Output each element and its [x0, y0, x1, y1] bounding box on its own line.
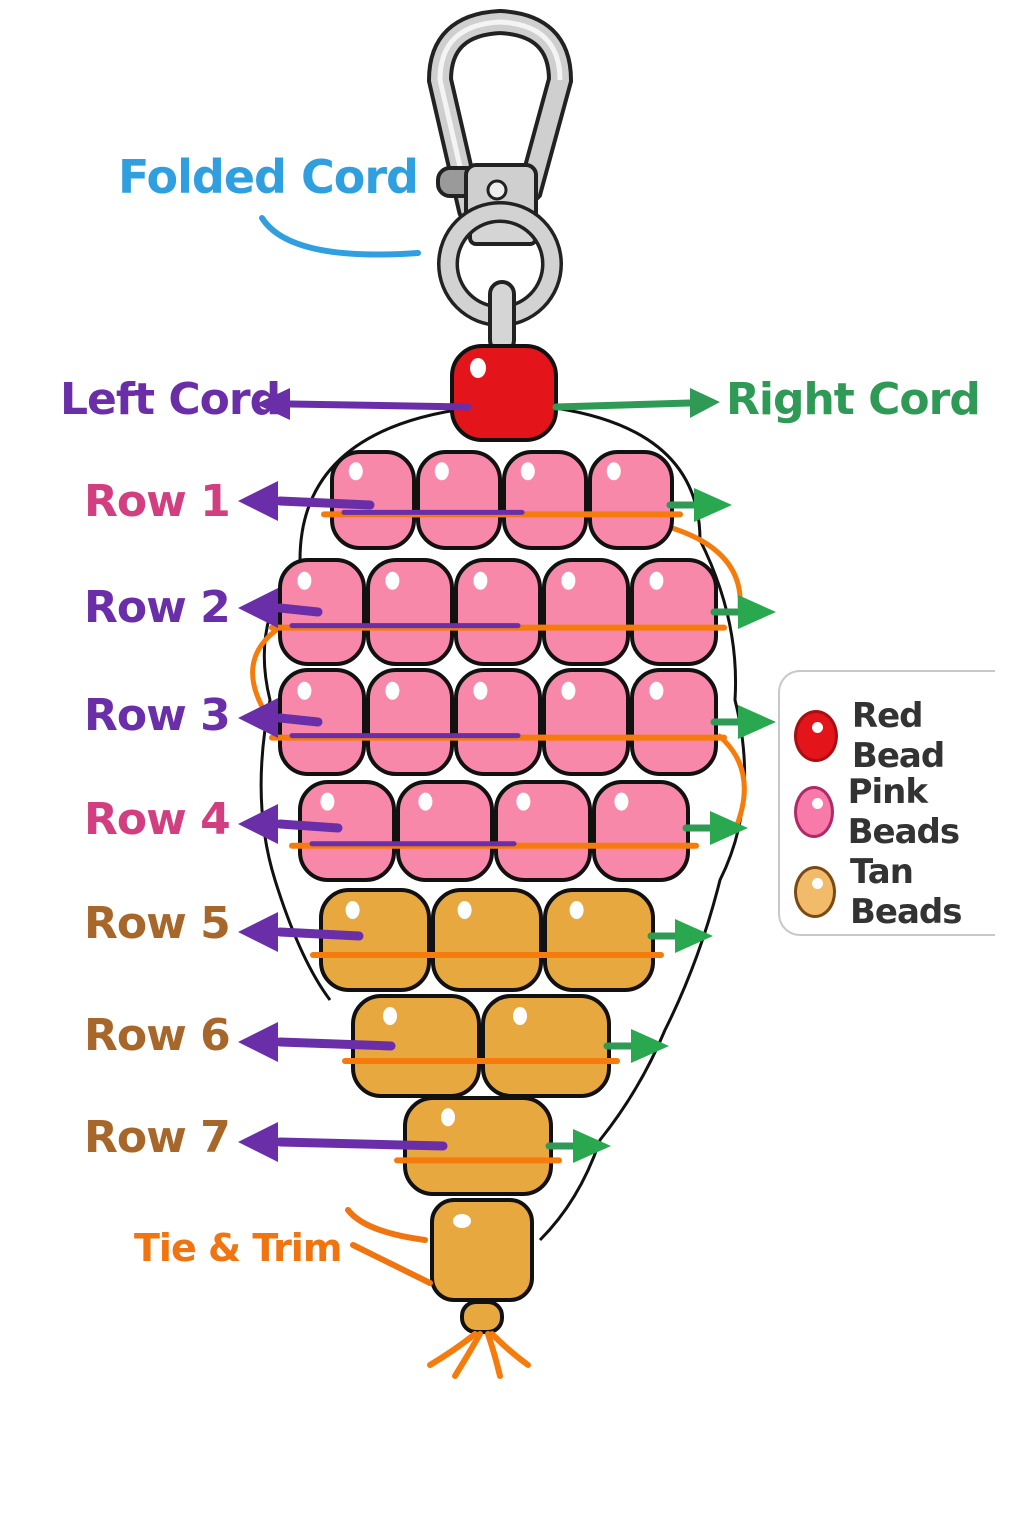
right-cord-label: Right Cord [726, 374, 981, 425]
pink-bead-icon [794, 786, 834, 838]
bead-legend: Red Bead Pink Beads Tan Beads [778, 670, 995, 936]
legend-item-tan: Tan Beads [794, 852, 995, 932]
legend-label: Tan Beads [850, 852, 963, 932]
tassel-strand [485, 1331, 503, 1379]
folded-cord-pointer [259, 215, 421, 258]
orange-loop [716, 733, 747, 831]
right-arrow-head [738, 595, 776, 629]
right-arrow-head [694, 488, 732, 522]
pink-bead [366, 558, 454, 666]
left-arrow-head [238, 1022, 278, 1062]
pink-bead [502, 450, 588, 550]
legend-item-pink: Pink Beads [794, 772, 995, 852]
legend-label: Pink Beads [847, 772, 961, 852]
left-arrow-head [238, 481, 278, 521]
pink-bead [366, 668, 454, 776]
row-label-1: Row 1 [84, 476, 231, 527]
left-arrow-shaft [275, 1037, 396, 1051]
right-arrow-head [631, 1029, 669, 1063]
final-tan-bead [427, 1198, 534, 1379]
left-cord-label: Left Cord [60, 374, 281, 425]
tie-trim-label: Tie & Trim [134, 1226, 342, 1270]
pink-bead [494, 780, 592, 882]
lobster-clasp-icon [426, 8, 574, 354]
left-arrow-shaft [275, 713, 323, 727]
annotation-strokes [259, 215, 433, 1286]
pink-bead [298, 780, 396, 882]
bead-row-2 [269, 558, 727, 666]
pink-bead [592, 780, 690, 882]
row-arrows [238, 388, 776, 1163]
red-bead [450, 344, 558, 442]
red-bead-icon [794, 710, 838, 762]
tan-bead [319, 888, 431, 992]
tassel-strand [427, 1331, 478, 1368]
folded-cord-label: Folded Cord [118, 150, 419, 204]
tie-trim-stroke-upper [345, 1207, 428, 1243]
right-arrow-head [675, 919, 713, 953]
legend-item-red: Red Bead [794, 696, 995, 776]
right-cord-arrow-head [690, 388, 720, 418]
right-arrow-head [738, 705, 776, 739]
row-label-3: Row 3 [84, 690, 231, 741]
pink-bead [542, 668, 630, 776]
left-arrow-head [238, 804, 278, 844]
bead-row-4 [289, 780, 699, 882]
left-arrow-head [238, 588, 278, 628]
left-arrow-shaft [275, 496, 375, 510]
left-arrow-head [238, 912, 278, 952]
bead-row-6 [342, 994, 620, 1098]
left-arrow-shaft [275, 927, 364, 941]
pink-bead [542, 558, 630, 666]
tan-bead [481, 994, 611, 1098]
right-arrow-head [573, 1129, 611, 1163]
row-label-4: Row 4 [84, 794, 231, 845]
tie-trim-stroke-lower [350, 1242, 433, 1286]
left-cord-arrow-shaft [286, 400, 472, 411]
pink-bead [630, 558, 718, 666]
pink-bead [588, 450, 674, 550]
left-arrow-head [238, 698, 278, 738]
pink-bead [454, 558, 542, 666]
left-arrow-head [238, 1122, 278, 1162]
bead-row-1 [321, 450, 683, 550]
left-arrow-shaft [275, 603, 323, 617]
row-label-5: Row 5 [84, 898, 231, 949]
pink-bead [396, 780, 494, 882]
stopper-bead [460, 1300, 504, 1334]
tan-bead [543, 888, 655, 992]
bead-row-3 [269, 668, 727, 776]
bead-grid [269, 344, 727, 1379]
left-arrow-shaft [275, 819, 343, 833]
right-cord-arrow-shaft [552, 399, 694, 411]
tan-bead [431, 888, 543, 992]
right-arrow-head [710, 811, 748, 845]
left-arrow-shaft [275, 1137, 448, 1151]
pink-bead [630, 668, 718, 776]
row-label-7: Row 7 [84, 1112, 231, 1163]
pink-bead [454, 668, 542, 776]
pink-bead [416, 450, 502, 550]
row-label-2: Row 2 [84, 582, 231, 633]
tassel-strand [452, 1331, 483, 1379]
tan-bead-icon [794, 866, 836, 918]
tassel-strand [489, 1331, 531, 1368]
left-cord-arrow-head [256, 388, 290, 420]
bead-row-5 [310, 888, 664, 992]
black-cord-left [259, 406, 471, 1001]
row-label-6: Row 6 [84, 1010, 231, 1061]
legend-label: Red Bead [851, 696, 945, 776]
